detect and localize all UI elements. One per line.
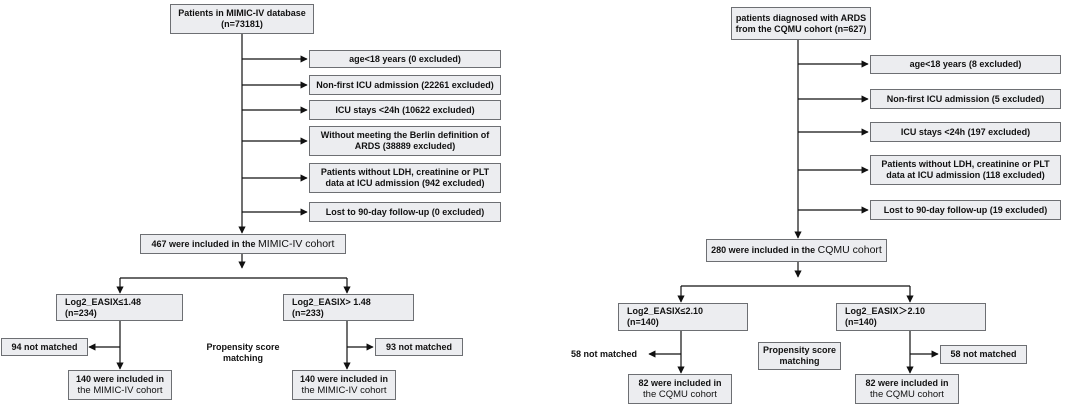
exclusion-text: Patients without LDH, creatinine or PLT (881, 159, 1050, 170)
unmatched-text: 58 not matched (950, 349, 1017, 360)
group-label: Log2_EASIX> 1.48 (292, 296, 371, 307)
mimic-exclusion-box: Patients without LDH, creatinine or PLT … (309, 163, 501, 193)
mimic-low-unmatched-box: 94 not matched (1, 338, 88, 356)
mimic-exclusion-box: ICU stays <24h (10622 excluded) (309, 100, 501, 120)
mimic-high-group-box: Log2_EASIX> 1.48 (n=233) (283, 294, 414, 321)
exclusion-text: Non-first ICU admission (5 excluded) (886, 93, 1045, 104)
exclusion-text: data at ICU admission (118 excluded) (886, 170, 1045, 180)
group-label: Log2_EASIX≤2.10 (627, 306, 703, 317)
final-text: 140 were included in (75, 373, 165, 384)
included-text: 467 were included in the (151, 238, 259, 249)
cqmu-exclusion-box: Lost to 90-day follow-up (19 excluded) (870, 200, 1061, 220)
mimic-source-line1: Patients in MIMIC-IV database (178, 8, 306, 19)
group-count: (n=234) (65, 307, 97, 318)
mimic-low-final-box: 140 were included in the MIMIC-IV cohort (68, 370, 172, 400)
cqmu-psm-box: Propensity score matching (758, 342, 841, 370)
included-cohort-name: MIMIC-IV cohort (258, 237, 335, 250)
cqmu-high-group-box: Log2_EASIX＞2.10 (n=140) (836, 303, 986, 331)
mimic-exclusion-box: Non-first ICU admission (22261 excluded) (309, 75, 501, 95)
mimic-high-unmatched-box: 93 not matched (375, 338, 463, 356)
cqmu-exclusion-box: Patients without LDH, creatinine or PLT … (870, 155, 1061, 185)
included-text: 280 were included in the (711, 245, 818, 256)
cqmu-exclusion-box: ICU stays <24h (197 excluded) (870, 122, 1061, 142)
group-label: Log2_EASIX＞2.10 (845, 306, 926, 317)
cqmu-included-box: 280 were included in the CQMU cohort (706, 239, 887, 262)
exclusion-text: Lost to 90-day follow-up (19 excluded) (883, 204, 1048, 215)
final-text: 140 were included in (299, 373, 389, 384)
cqmu-low-group-box: Log2_EASIX≤2.10 (n=140) (618, 303, 748, 331)
mimic-low-group-box: Log2_EASIX≤1.48 (n=234) (56, 294, 183, 321)
mimic-included-box: 467 were included in the MIMIC-IV cohort (140, 234, 346, 254)
mimic-exclusion-box: Lost to 90-day follow-up (0 excluded) (309, 202, 501, 222)
exclusion-text: Patients without LDH, creatinine or PLT (320, 167, 490, 178)
final-text: 82 were included in (638, 377, 722, 388)
mimic-exclusion-box: Without meeting the Berlin definition of… (309, 126, 501, 156)
exclusion-text: ARDS (38889 excluded) (354, 141, 456, 151)
exclusion-text: Without meeting the Berlin definition of (320, 130, 490, 141)
cqmu-source-line1: patients diagnosed with ARDS (735, 12, 867, 23)
exclusion-text: ICU stays <24h (10622 excluded) (335, 104, 475, 115)
mimic-high-final-box: 140 were included in the MIMIC-IV cohort (292, 370, 396, 400)
final-cohort: the CQMU cohort (643, 388, 717, 400)
final-cohort: the MIMIC-IV cohort (301, 384, 387, 396)
cqmu-exclusion-box: Non-first ICU admission (5 excluded) (870, 89, 1061, 109)
final-cohort: the CQMU cohort (870, 388, 944, 400)
cqmu-source-line2: from the CQMU cohort (n=627) (735, 23, 867, 34)
cqmu-high-unmatched-box: 58 not matched (940, 345, 1027, 364)
cqmu-source-box: patients diagnosed with ARDS from the CQ… (731, 7, 871, 40)
unmatched-text: 94 not matched (11, 341, 78, 352)
mimic-exclusion-box: age<18 years (0 excluded) (309, 50, 501, 68)
mimic-psm-label: Propensity score matching (206, 342, 280, 363)
final-text: 82 were included in (865, 377, 949, 388)
cqmu-low-unmatched-label: 58 not matched (570, 348, 637, 359)
cqmu-low-final-box: 82 were included in the CQMU cohort (628, 374, 732, 404)
mimic-source-box: Patients in MIMIC-IV database (n=73181) (170, 4, 314, 34)
group-count: (n=140) (627, 317, 659, 327)
unmatched-text: 93 not matched (385, 341, 452, 352)
cqmu-exclusion-box: age<18 years (8 excluded) (870, 55, 1061, 74)
exclusion-text: age<18 years (8 excluded) (909, 59, 1022, 70)
group-count: (n=233) (292, 307, 324, 318)
group-label: Log2_EASIX≤1.48 (65, 296, 141, 307)
cqmu-high-final-box: 82 were included in the CQMU cohort (855, 374, 959, 404)
exclusion-text: ICU stays <24h (197 excluded) (900, 126, 1031, 137)
mimic-source-line2: (n=73181) (221, 19, 263, 29)
exclusion-text: data at ICU admission (942 excluded) (325, 178, 485, 188)
exclusion-text: Lost to 90-day follow-up (0 excluded) (325, 206, 485, 217)
included-cohort-name: CQMU cohort (817, 244, 882, 257)
exclusion-text: age<18 years (0 excluded) (349, 53, 461, 64)
final-cohort: the MIMIC-IV cohort (77, 384, 163, 396)
exclusion-text: Non-first ICU admission (22261 excluded) (316, 79, 494, 90)
group-count: (n=140) (845, 317, 877, 327)
